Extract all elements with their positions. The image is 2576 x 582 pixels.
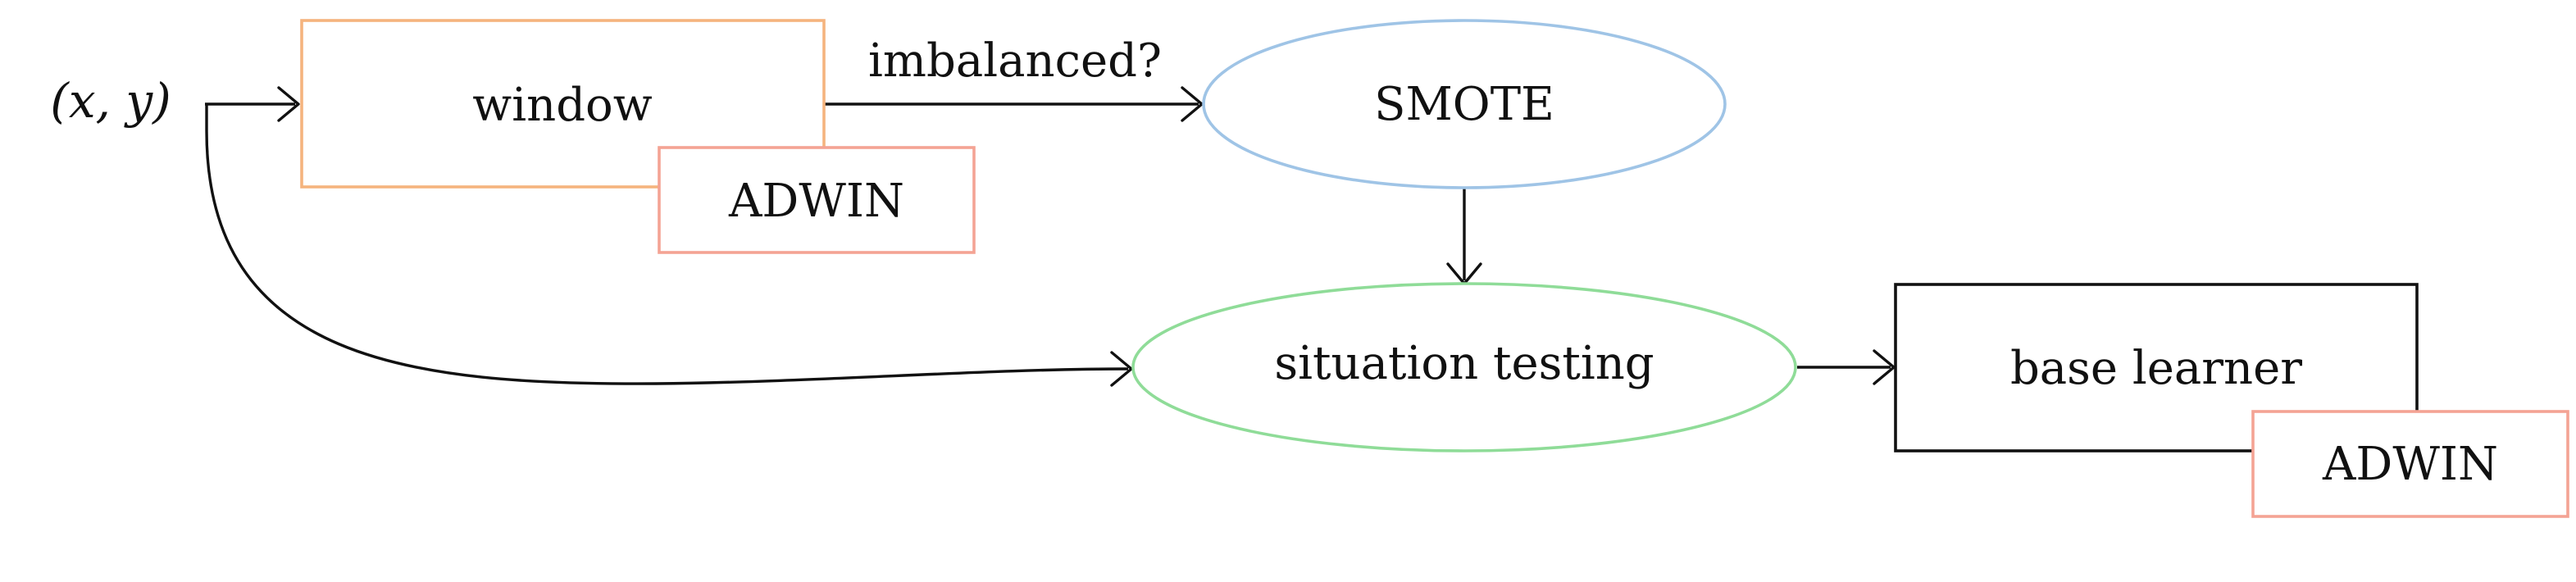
window-adwin-box [658,146,976,254]
smote-label: SMOTE [1374,78,1554,131]
input-label: (x, y) [50,73,171,129]
edge-input-to-situation-testing [205,104,1129,385]
situation-testing-label: situation testing [1274,337,1654,390]
window-adwin-label: ADWIN [728,175,904,228]
situation-testing-node [1131,282,1797,452]
arrowhead-smote [1181,86,1204,122]
base-learner-adwin-box [2251,410,2569,518]
arrowhead-window [277,86,300,122]
base-learner-adwin-label: ADWIN [2322,438,2498,491]
window-label: window [472,79,652,132]
base-learner-label: base learner [2010,342,2302,395]
edge-label-imbalanced: imbalanced? [868,34,1162,88]
arrowhead-base-learner [1873,349,1896,385]
arrowhead-situation-from-input [1110,351,1133,387]
smote-node [1202,19,1727,189]
